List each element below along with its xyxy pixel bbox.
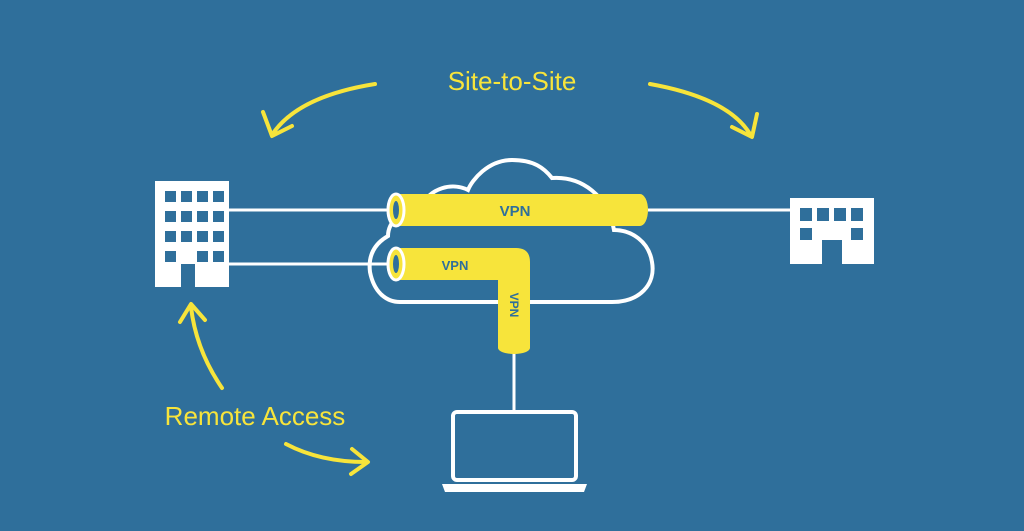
remote-access-arrow-down <box>284 442 368 464</box>
cloud-icon <box>367 157 655 304</box>
remote-access-label: Remote Access <box>165 401 346 431</box>
site-to-site-label: Site-to-Site <box>448 66 577 96</box>
vpn-upper-label: VPN <box>500 203 531 220</box>
site-to-site-arrow-left <box>272 82 377 134</box>
vpn-lower-label: VPN <box>442 258 469 273</box>
office-building-icon <box>155 181 229 287</box>
site-to-site-arrowhead-left <box>261 110 294 138</box>
vpn-tunnel-upper <box>386 192 648 228</box>
vpn-tunnel-lower <box>386 246 530 354</box>
site-to-site-arrow-right <box>648 82 752 136</box>
remote-access-arrowhead-up <box>178 302 207 324</box>
remote-access-arrow-up <box>189 305 224 390</box>
site-to-site-arrowhead-right <box>730 112 759 139</box>
small-office-building-icon <box>790 198 874 264</box>
remote-access-arrowhead-down <box>349 447 370 476</box>
vpn-vertical-label: VPN <box>507 293 521 318</box>
laptop-icon <box>442 410 587 492</box>
